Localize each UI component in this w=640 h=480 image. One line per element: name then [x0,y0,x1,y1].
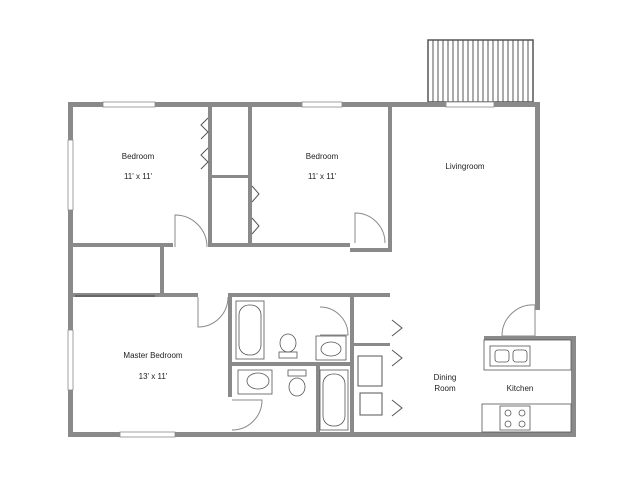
bathtub-top [235,300,265,360]
sliding-closet-door [75,295,155,297]
closet-doors [200,117,403,417]
room-label-bedroom-2: Bedroom [306,152,339,161]
windows [67,101,495,438]
room-size-master-bedroom: 13' x 11' [139,372,168,381]
room-size-bedroom-2: 11' x 11' [308,172,337,181]
sink-bottom [237,369,273,395]
kitchen-counter-bottom [481,403,572,433]
doors [174,212,536,431]
room-label-livingroom: Livingroom [445,162,484,171]
kitchen-counter-top [483,339,572,371]
bathtub-bottom [319,369,349,431]
room-label-dining-line1: Dining [434,373,457,382]
room-label-bedroom-1: Bedroom [122,152,155,161]
sink-top [315,335,347,361]
deck [427,39,534,103]
toilet-bottom [287,369,307,397]
room-label-kitchen: Kitchen [507,384,534,393]
interior-walls [68,107,392,432]
room-label-master-bedroom: Master Bedroom [123,351,182,360]
toilet-top [278,333,298,359]
room-size-bedroom-1: 11' x 11' [124,172,153,181]
room-label-dining-line2: Room [434,384,456,393]
